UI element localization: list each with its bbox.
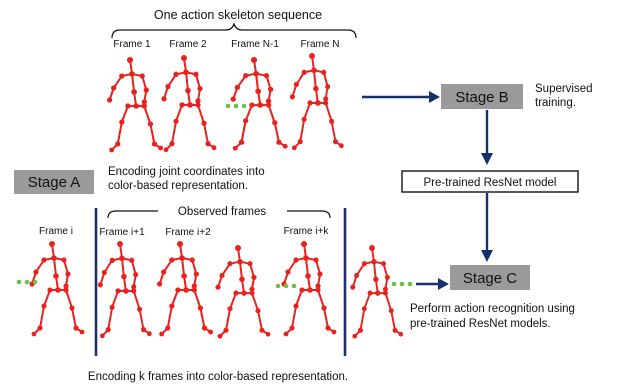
resnet-label: Pre-trained ResNet model: [424, 177, 557, 189]
bottom-ellipsis-left: [16, 279, 38, 285]
frame-label-i-plus-1: Frame i+1: [99, 227, 145, 238]
arrow-b-to-resnet-head: [481, 153, 493, 165]
observed-frames-label: Observed frames: [178, 206, 266, 218]
frame-label-1: Frame 1: [113, 39, 151, 50]
top-sequence-caption: One action skeleton sequence: [154, 8, 322, 22]
frame-label-n-1: Frame N-1: [231, 39, 279, 50]
bottom-ellipsis-right: [391, 281, 413, 287]
stage-a-label: Stage A: [28, 174, 81, 191]
frame-label-i: Frame i: [39, 226, 73, 237]
observed-brace-right: [287, 210, 331, 219]
skeleton-frame-i: [28, 240, 86, 338]
stage-b-desc-2: training.: [535, 97, 576, 109]
arrow-to-stage-b-head: [429, 91, 440, 103]
skeleton-frame-n-1: [229, 56, 289, 152]
stage-c-label: Stage C: [463, 270, 517, 287]
frame-label-2: Frame 2: [169, 39, 207, 50]
frame-label-i-plus-k: Frame i+k: [284, 226, 330, 237]
skeleton-frame-i-plus-k: [280, 240, 338, 338]
skeleton-frame-i-plus-k-minus: [214, 244, 272, 340]
bottom-ellipsis-middle: [275, 283, 297, 289]
stage-c-desc-2: pre-trained ResNet models.: [410, 318, 551, 330]
arrow-resnet-to-c-head: [481, 250, 493, 262]
stage-c-box: [450, 265, 530, 290]
frame-label-n: Frame N: [301, 39, 340, 50]
skeleton-frame-i-plus-1: [96, 239, 153, 340]
skeleton-frame-after: [349, 244, 405, 340]
bottom-caption: Encoding k frames into color-based repre…: [88, 371, 348, 383]
stage-c-desc-1: Perform action recognition using: [410, 303, 575, 315]
stage-b-box: [441, 84, 523, 109]
top-ellipsis: [225, 103, 247, 109]
resnet-box: [401, 170, 579, 193]
stage-a-desc-2: color-based representation.: [108, 180, 248, 192]
observed-brace-left: [107, 210, 158, 219]
frame-label-i-plus-2: Frame i+2: [165, 227, 211, 238]
stage-a-box: [14, 170, 94, 194]
stage-b-desc-1: Supervised: [535, 83, 593, 95]
skeleton-frame-1: [105, 55, 165, 154]
skeleton-frame-i-plus-2: [155, 239, 215, 338]
skeleton-frame-n: [288, 51, 345, 152]
stage-b-label: Stage B: [455, 89, 508, 106]
arrow-to-stage-c-head: [438, 278, 449, 290]
stage-a-desc-1: Encoding joint coordinates into: [108, 166, 265, 178]
skeleton-frame-2: [160, 53, 218, 154]
top-sequence-brace: [111, 22, 357, 39]
